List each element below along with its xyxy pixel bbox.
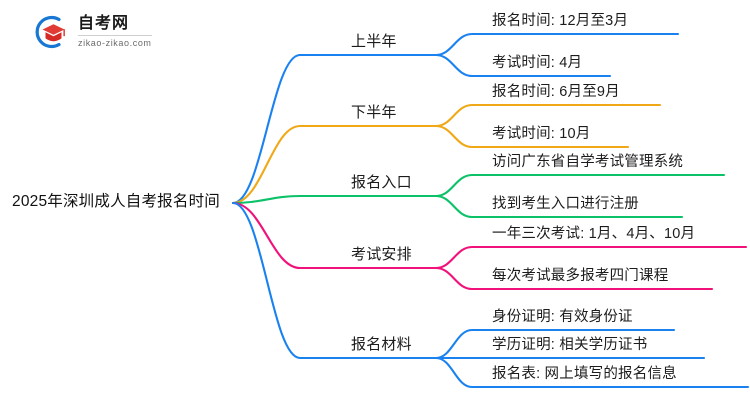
- branch-node-exam-schedule[interactable]: 考试安排: [351, 246, 412, 263]
- edge-branch-3-child-1: [434, 266, 482, 291]
- logo-site-name: 自考网: [78, 16, 152, 36]
- edge-branch-1-child-1: [434, 124, 482, 149]
- edge-branch-4-child-0: [434, 328, 482, 360]
- edge-branch-0-child-0: [434, 32, 482, 57]
- leaf-node-three-exams-per-year[interactable]: 一年三次考试: 1月、4月、10月: [492, 226, 696, 242]
- leaf-node-identity-proof[interactable]: 身份证明: 有效身份证: [492, 309, 633, 325]
- graduation-cap-logo-icon: [30, 12, 70, 52]
- branch-node-registration-materials[interactable]: 报名材料: [351, 336, 412, 353]
- leaf-node-visit-gd-system[interactable]: 访问广东省自学考试管理系统: [492, 154, 684, 170]
- leaf-node-first-half-signup-time[interactable]: 报名时间: 12月至3月: [492, 13, 629, 29]
- leaf-node-first-half-exam-time[interactable]: 考试时间: 4月: [492, 55, 583, 71]
- leaf-node-max-four-courses[interactable]: 每次考试最多报考四门课程: [492, 268, 669, 284]
- leaf-node-education-proof[interactable]: 学历证明: 相关学历证书: [492, 337, 648, 353]
- logo-site-url: zikao-zikao.com: [78, 38, 152, 48]
- branch-node-second-half-year[interactable]: 下半年: [351, 104, 397, 121]
- edge-branch-4-child-2: [434, 356, 482, 389]
- leaf-node-registration-form[interactable]: 报名表: 网上填写的报名信息: [492, 366, 677, 382]
- edge-branch-2-child-0: [434, 173, 482, 198]
- leaf-node-second-half-signup-time[interactable]: 报名时间: 6月至9月: [492, 84, 620, 100]
- branch-node-registration-entry[interactable]: 报名入口: [351, 174, 412, 191]
- site-logo: 自考网 zikao-zikao.com: [30, 12, 152, 52]
- root-node-label[interactable]: 2025年深圳成人自考报名时间: [12, 193, 220, 210]
- logo-text-block: 自考网 zikao-zikao.com: [78, 16, 152, 48]
- branch-node-first-half-year[interactable]: 上半年: [351, 33, 397, 50]
- edge-root-to-branch-2: [231, 194, 438, 205]
- leaf-node-find-candidate-entry[interactable]: 找到考生入口进行注册: [492, 196, 639, 212]
- leaf-node-second-half-exam-time[interactable]: 考试时间: 10月: [492, 126, 591, 142]
- edge-branch-3-child-0: [434, 245, 482, 270]
- edge-branch-0-child-1: [434, 53, 482, 78]
- edge-branch-2-child-1: [434, 194, 482, 219]
- edge-branch-1-child-0: [434, 103, 482, 128]
